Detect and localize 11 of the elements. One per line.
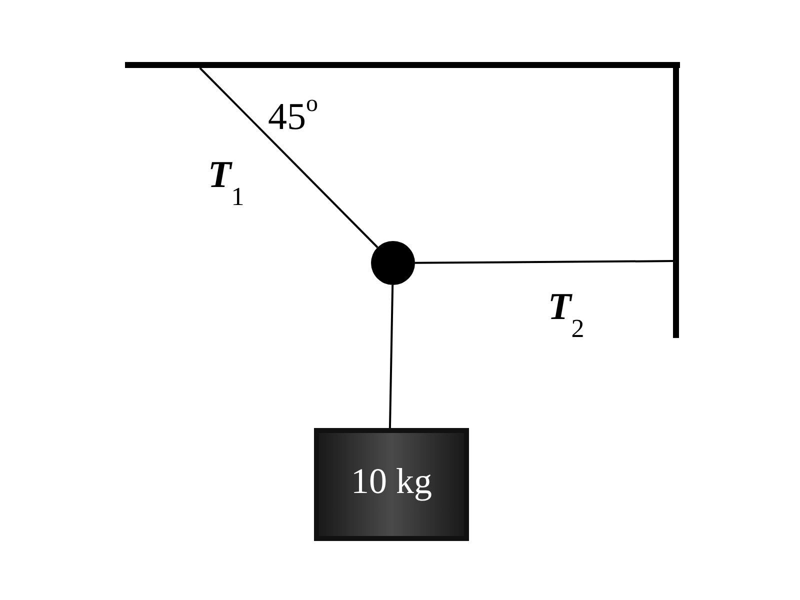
tension-label: T$_{1}$ — [208, 156, 244, 210]
rope — [388, 284, 394, 428]
rope — [199, 67, 378, 248]
mass-label: 10 kg — [350, 463, 433, 499]
support-beam — [125, 62, 680, 68]
angle-label: 45$^{o}$ — [268, 92, 318, 136]
tension-label: T$_{2}$ — [548, 288, 584, 342]
support-beam — [673, 68, 679, 338]
mass-block — [314, 428, 469, 541]
knot-dot — [371, 241, 415, 285]
rope — [415, 260, 673, 264]
